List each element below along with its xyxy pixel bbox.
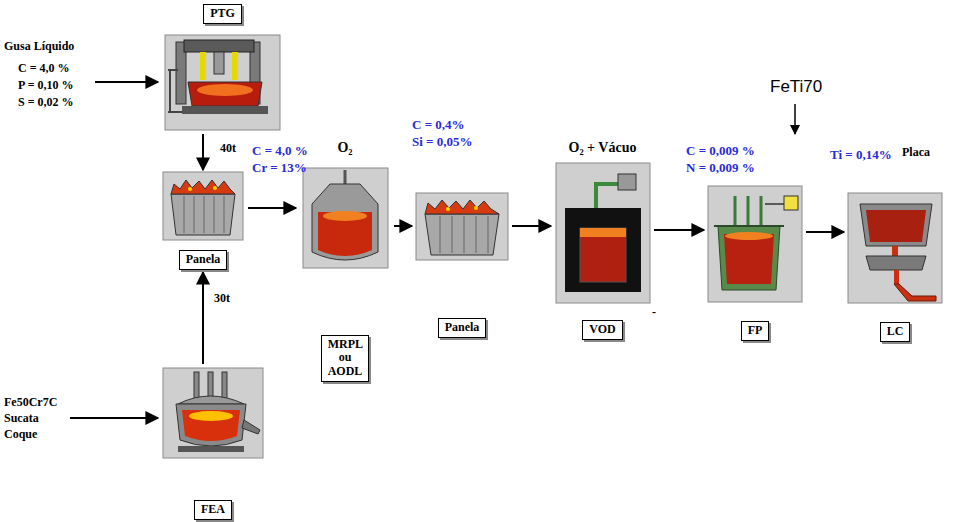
process-unit: PTG bbox=[160, 4, 285, 132]
unit-label: FEA bbox=[194, 500, 232, 520]
unit-label: LC bbox=[880, 322, 911, 342]
process-note: 30t bbox=[214, 292, 230, 305]
process-unit: O₂ + VácuoVOD bbox=[553, 140, 652, 340]
process-note: Cr = 13% bbox=[252, 161, 307, 175]
unit-heading: O₂ + Vácuo bbox=[567, 140, 639, 156]
flow-arrow bbox=[202, 272, 204, 364]
process-note: C = 4,0 % bbox=[18, 62, 70, 75]
process-unit: FP bbox=[706, 183, 804, 341]
flow-arrow bbox=[806, 231, 844, 233]
unit-label: Panela bbox=[179, 250, 228, 270]
process-note: Gusa Líquido bbox=[4, 40, 74, 53]
process-unit: LC bbox=[846, 190, 944, 342]
unit-label: PTG bbox=[203, 4, 242, 24]
unit-label: MRPL ou AODL bbox=[321, 335, 370, 382]
process-note: FeTi70 bbox=[770, 78, 822, 97]
unit-label: VOD bbox=[582, 320, 622, 340]
process-note: Coque bbox=[4, 428, 37, 441]
process-note: S = 0,02 % bbox=[18, 96, 74, 109]
process-note: C = 0,4% bbox=[412, 118, 465, 132]
unit-label: FP bbox=[741, 321, 770, 341]
flow-arrow bbox=[248, 207, 296, 209]
unit-label: Panela bbox=[438, 318, 487, 338]
flow-arrow bbox=[202, 134, 204, 170]
flow-arrow bbox=[394, 225, 412, 227]
process-unit: Panela bbox=[414, 190, 510, 338]
process-note: Fe50Cr7C bbox=[4, 396, 57, 409]
process-note: Si = 0,05% bbox=[412, 135, 473, 149]
flow-arrow bbox=[512, 225, 551, 227]
process-note: P = 0,10 % bbox=[18, 79, 74, 92]
process-note: N = 0,009 % bbox=[686, 161, 755, 175]
process-note: C = 0,009 % bbox=[686, 144, 755, 158]
process-note: 40t bbox=[220, 142, 236, 155]
unit-heading: O₂ bbox=[335, 140, 354, 156]
process-note: Ti = 0,14% bbox=[830, 148, 892, 162]
process-note: C = 4,0 % bbox=[252, 144, 308, 158]
process-note: - bbox=[652, 306, 656, 319]
process-unit: O₂ MRPL ou AODL bbox=[298, 140, 392, 382]
process-unit: FEA bbox=[160, 366, 266, 520]
process-unit: Panela bbox=[160, 172, 246, 270]
process-note: Sucata bbox=[4, 412, 39, 425]
flow-arrow bbox=[654, 229, 704, 231]
process-note: Placa bbox=[902, 146, 930, 159]
